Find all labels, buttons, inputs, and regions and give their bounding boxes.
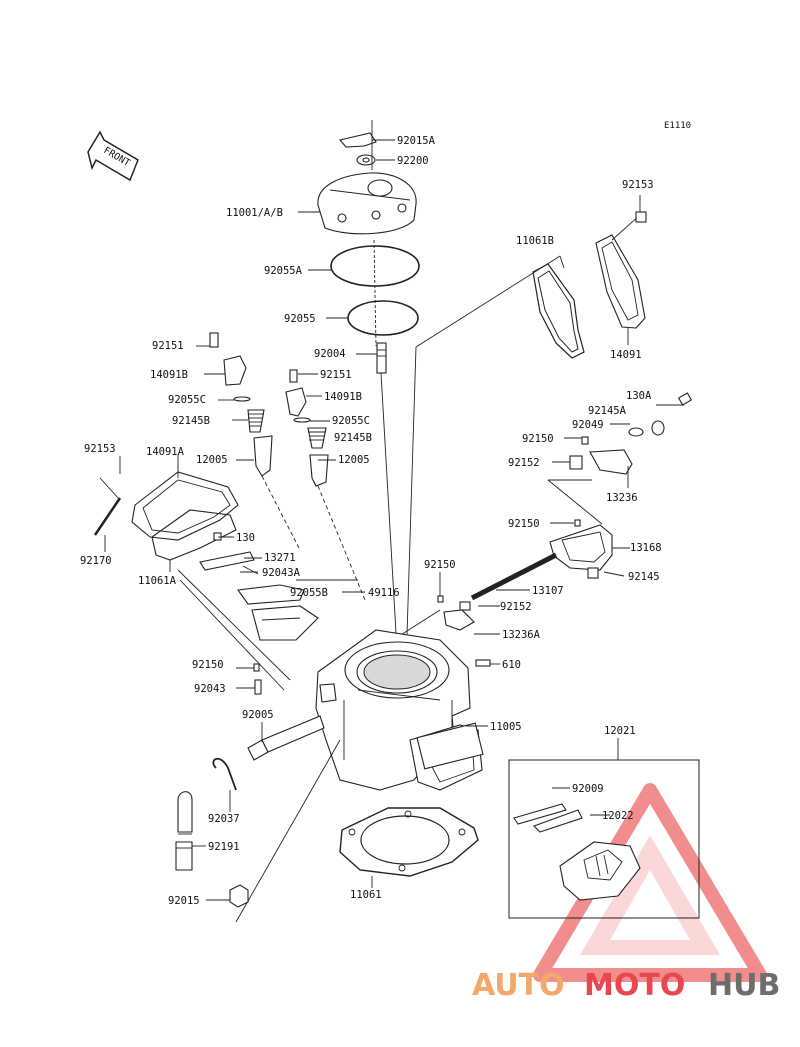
label-11061b: 11061B [516,235,554,247]
label-11005: 11005 [490,721,522,733]
pin-610-drawing [475,659,491,667]
label-13271: 13271 [264,552,296,564]
label-92191: 92191 [208,841,240,853]
label-11061: 11061 [350,889,382,901]
label-92009: 92009 [572,783,604,795]
watermark-hub: HUB [708,968,780,1003]
label-12021: 12021 [604,725,636,737]
pin-92043 [254,679,262,695]
label-14091b-a: 14091B [150,369,188,381]
label-130a: 130A [626,390,652,402]
label-92151-a: 92151 [152,340,184,352]
label-92145b-b: 92145B [334,432,372,444]
label-12005-b: 12005 [338,454,370,466]
label-11001ab: 11001/A/B [226,207,283,219]
cylinder-head-drawing [317,120,417,235]
label-92055b: 92055B [290,587,328,599]
watermark-auto: AUTO [472,968,565,1003]
nut-92015 [229,884,249,908]
label-12005-a: 12005 [196,454,228,466]
label-92043a: 92043A [262,567,301,579]
label-92037: 92037 [208,813,240,825]
reed-valve-box [508,738,700,919]
label-13236a: 13236A [502,629,541,641]
exhaust-valve-parts-drawing [177,532,358,691]
fitting-92005-drawing [247,715,325,761]
label-92145: 92145 [628,571,660,583]
label-92152-a: 92152 [508,457,540,469]
label-92150-d: 92150 [192,659,224,671]
label-13236: 13236 [606,492,638,504]
label-14091b-b: 14091B [324,391,362,403]
bolt-92150 [253,663,260,672]
label-92049: 92049 [572,419,604,431]
watermark-text: AUTO MOTO HUB [472,968,780,1003]
label-92151-b: 92151 [320,369,352,381]
center-valve-drawing [285,369,366,601]
label-92055: 92055 [284,313,316,325]
label-92200: 92200 [397,155,429,167]
hose-clamp-drawing [175,757,237,871]
label-92043: 92043 [194,683,226,695]
cylinder-drawing [235,629,484,923]
label-92153-left: 92153 [84,443,116,455]
part-labels: 92015A 92200 11001/A/B 92153 11061B 9205… [80,135,662,907]
label-13107: 13107 [532,585,564,597]
label-13168: 13168 [630,542,662,554]
o-ring-92055 [347,300,419,336]
label-92150-a: 92150 [522,433,554,445]
label-92015: 92015 [168,895,200,907]
label-610: 610 [502,659,521,671]
label-14091: 14091 [610,349,642,361]
diagram-code: E1110 [664,121,691,131]
label-130: 130 [236,532,255,544]
label-92055a: 92055A [264,265,303,277]
label-92170: 92170 [80,555,112,567]
label-92015a: 92015A [397,135,436,147]
label-92004: 92004 [314,348,346,360]
label-11061a: 11061A [138,575,177,587]
label-92152-b: 92152 [500,601,532,613]
label-92145a: 92145A [588,405,627,417]
base-gasket-drawing [339,807,479,877]
power-valve-linkage-drawing [395,392,693,639]
label-92005: 92005 [242,709,274,721]
front-arrow-icon: FRONT [87,130,139,182]
watermark-moto: MOTO [584,968,685,1003]
label-92153-top: 92153 [622,179,654,191]
left-valve-drawing [209,332,301,551]
label-92150-b: 92150 [508,518,540,530]
label-92055c-a: 92055C [168,394,206,406]
label-14091a: 14091A [146,446,185,458]
left-cover-drawing [93,471,239,561]
label-12022: 12022 [602,810,634,822]
label-92055c-b: 92055C [332,415,370,427]
label-49116: 49116 [368,587,400,599]
leader-lines [104,139,684,901]
label-92150-c: 92150 [424,559,456,571]
right-cover-drawing [406,211,647,636]
stud-drawing [376,342,387,374]
label-92145b-a: 92145B [172,415,210,427]
